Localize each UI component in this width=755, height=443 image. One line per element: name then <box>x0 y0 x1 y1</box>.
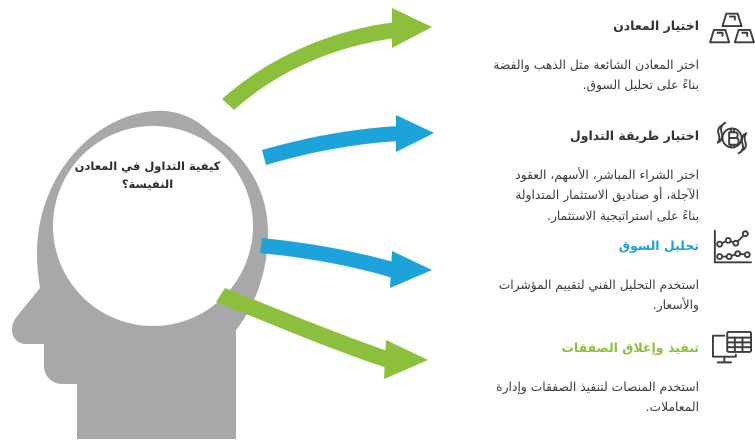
monitor-spreadsheet-icon <box>712 330 752 364</box>
step-2-body: اختر الشراء المباشر، الأسهم، العقود الآج… <box>515 168 699 223</box>
step-item-2: اختيار طريقة التداول اختر الشراء المباشر… <box>420 118 755 226</box>
step-1-title: اختيار المعادن <box>613 18 699 33</box>
step-3-header: تحليل السوق <box>420 228 755 268</box>
step-2-header: اختيار طريقة التداول <box>420 118 755 158</box>
arrow-blue-lower <box>260 238 432 288</box>
line-chart-icon <box>713 229 752 264</box>
step-1-header: اختيار المعادن <box>420 8 755 48</box>
central-question-text: كيفية التداول في المعادن النفيسة؟ <box>74 159 221 191</box>
gold-bars-icon <box>709 12 755 44</box>
coin-handshake-icon <box>716 121 748 155</box>
head-silhouette-icon <box>12 110 268 439</box>
arrow-blue-upper <box>262 115 434 165</box>
brain-circle <box>53 126 253 326</box>
head-shape <box>12 110 268 439</box>
step-4-header: تنفيذ وإغلاق الصفقات <box>420 330 755 370</box>
head-silhouette-container: كيفية التداول في المعادن النفيسة؟ <box>0 0 320 439</box>
arrow-green-up <box>222 8 432 110</box>
step-4-title: تنفيذ وإغلاق الصفقات <box>561 340 699 355</box>
step-1-body: اختر المعادن الشائعة مثل الذهب والفضة بن… <box>493 58 699 93</box>
step-item-1: اختيار المعادن اختر المعادن الشائعة مثل … <box>420 8 755 96</box>
step-3-title: تحليل السوق <box>618 238 699 253</box>
step-2-title: اختيار طريقة التداول <box>569 128 699 143</box>
step-4-body: استخدم المنصات لتنفيذ الصفقات وإدارة الم… <box>496 380 699 415</box>
step-item-3: تحليل السوق استخدم التحليل الفني لتقييم … <box>420 228 755 316</box>
step-3-body: استخدم التحليل الفني لتقييم المؤشرات وال… <box>498 278 699 313</box>
step-item-4: تنفيذ وإغلاق الصفقات استخدم المنصات لتنف… <box>420 330 755 418</box>
arrow-green-down <box>216 288 428 379</box>
